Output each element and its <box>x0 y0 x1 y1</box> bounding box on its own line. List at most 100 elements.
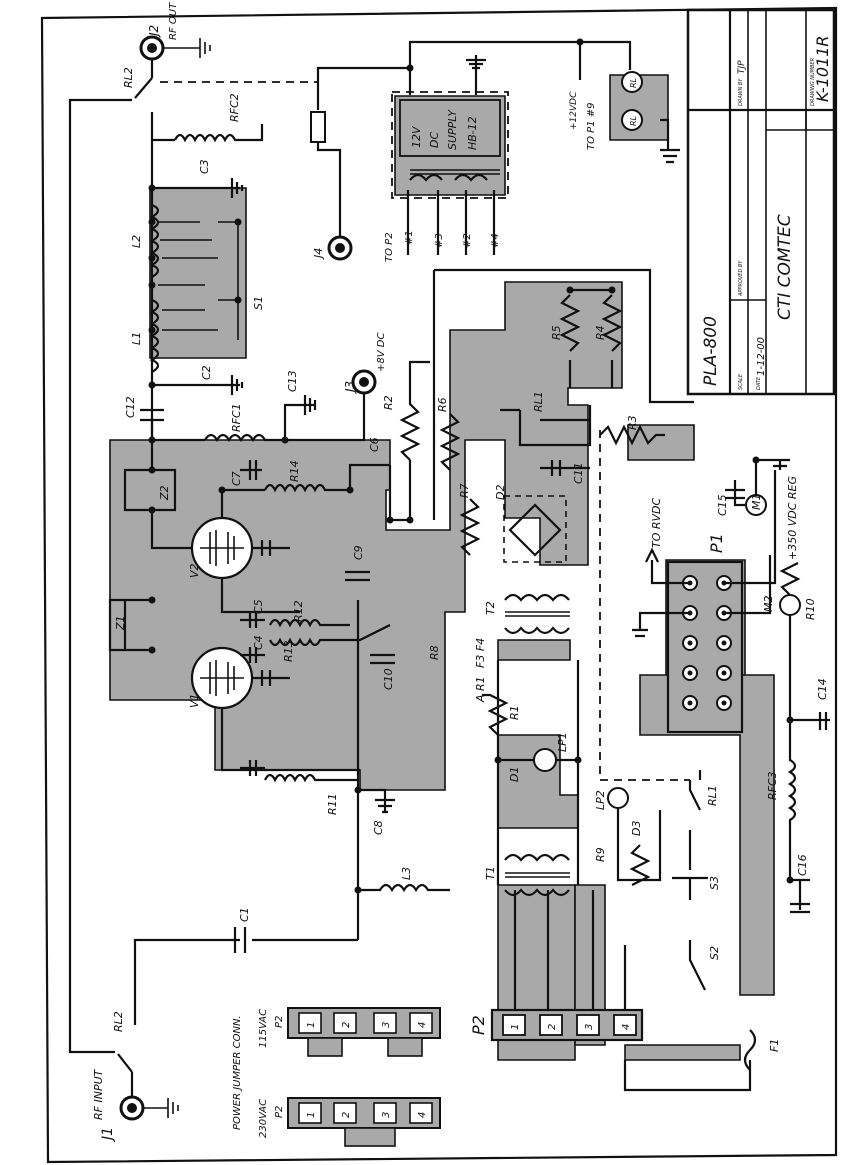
label-j1: J1 <box>100 1127 116 1143</box>
label-v1: V1 <box>188 693 201 708</box>
connector-j2: J2 RF OUT <box>139 2 211 61</box>
label-d1: D1 <box>508 767 521 782</box>
title-date: 1-12-00 <box>756 337 767 376</box>
jumper-115-ref: P2 <box>274 1016 285 1028</box>
label-r3: R3 <box>626 415 639 430</box>
component-labels: RL2 RFC2 C3 L2 L1 S1 C2 C13 C12 RFC1 C6 … <box>112 67 829 1052</box>
label-c7: C7 <box>230 471 243 486</box>
label-rf-out: RF OUT <box>168 2 179 40</box>
label-c5: C5 <box>252 599 265 614</box>
label-j3-voltage: +8V DC <box>376 333 387 372</box>
title-drawn-by: TJP <box>737 60 747 74</box>
label-c6: C6 <box>368 437 381 452</box>
p2-connector: 1 2 3 4 P2 <box>469 1008 644 1042</box>
jumper-230-voltage: 230VAC <box>258 1099 269 1138</box>
p2-pin-1: 1 <box>510 1024 521 1030</box>
label-r1: R1 <box>508 705 521 720</box>
label-c13: C13 <box>286 370 299 392</box>
label-s2: S2 <box>708 946 721 960</box>
label-j2: J2 <box>147 25 161 38</box>
p2-pin-2: 2 <box>547 1024 558 1030</box>
jumper-230-pin-1: 1 <box>306 1112 317 1118</box>
jumper-115-pin-2: 2 <box>341 1022 352 1028</box>
label-l1: L1 <box>130 332 143 345</box>
label-rf-input: RF INPUT <box>92 1068 105 1120</box>
jumper-230vac: 1 2 3 4 P2 230VAC <box>258 1097 441 1147</box>
title-header-date: DATE <box>756 376 762 390</box>
connector-j4: J4 <box>312 235 353 261</box>
supply-line-1: 12V <box>410 125 423 148</box>
label-r8: R8 <box>428 645 441 660</box>
sheet-frame <box>40 6 838 1164</box>
supply-to-p2: TO P2 <box>384 232 395 262</box>
label-c4: C4 <box>252 635 265 650</box>
supply-rl-bottom: RL <box>629 116 638 126</box>
label-rfc2: RFC2 <box>228 93 241 122</box>
supply-plus12: +12VDC <box>569 91 579 130</box>
label-r13: R13 <box>282 640 295 662</box>
title-block: PLA-800 CTI COMTEC 1-12-00 DATE SCALE AP… <box>686 8 836 396</box>
supply-line-3: SUPPLY <box>446 109 459 150</box>
label-r12: R12 <box>292 600 305 622</box>
label-to-rvdc: TO RVDC <box>650 497 663 548</box>
supply-tap-1: #1 <box>404 230 415 245</box>
label-r9: R9 <box>594 847 607 862</box>
label-rfc1: RFC1 <box>230 403 243 432</box>
supply-tap-3: #3 <box>434 233 445 248</box>
label-c9: C9 <box>352 545 365 560</box>
label-c11: C11 <box>572 462 585 484</box>
jumper-115-pin-3: 3 <box>381 1022 392 1028</box>
jumper-230-pin-3: 3 <box>381 1112 392 1118</box>
label-hv-reg: +350 VDC REG <box>786 476 799 560</box>
label-r11: R11 <box>326 793 339 815</box>
label-s3: S3 <box>708 876 721 890</box>
jumper-230-ref: P2 <box>274 1106 285 1118</box>
label-l3: L3 <box>400 867 413 880</box>
jumper-115-pin-4: 4 <box>417 1022 428 1028</box>
label-j3: J3 <box>343 381 357 394</box>
supply-to-p1: TO P1 #9 <box>586 103 597 150</box>
title-drawing-number: K-1011R <box>813 36 832 103</box>
label-c14: C14 <box>816 678 829 700</box>
label-rfc3: RFC3 <box>766 771 779 800</box>
label-r6: R6 <box>436 397 449 412</box>
label-s1: S1 <box>252 296 265 310</box>
label-c15: C15 <box>716 494 729 516</box>
label-m1: M1 <box>750 494 763 511</box>
label-c12: C12 <box>124 396 137 418</box>
label-a-r1: A R1 <box>474 676 487 703</box>
title-header-drawn: DRAWN BY <box>738 78 744 106</box>
label-f1: F1 <box>768 1039 781 1052</box>
label-v2: V2 <box>188 563 201 578</box>
label-rl2-bottom: RL2 <box>112 1011 125 1032</box>
jumper-115vac: 1 2 3 4 P2 115VAC <box>258 1007 441 1057</box>
label-p2: P2 <box>469 1015 488 1035</box>
label-c1: C1 <box>238 907 251 922</box>
p2-pin-4: 4 <box>621 1024 632 1030</box>
supply-tap-2: #2 <box>462 233 473 248</box>
connector-j1: J1 RF INPUT <box>92 1068 179 1143</box>
label-m2: M2 <box>762 596 775 613</box>
jumper-230-pin-2: 2 <box>341 1112 352 1118</box>
title-header-approved: APPROVED BY <box>738 260 744 297</box>
label-z2: Z2 <box>158 485 171 501</box>
label-c16: C16 <box>796 854 809 876</box>
label-r10: R10 <box>804 598 817 620</box>
p1-connector: P1 <box>666 533 744 734</box>
label-f3: F3 F4 <box>474 638 487 668</box>
title-header-drawing-no: DRAWING NUMBER <box>810 58 816 106</box>
label-rl1: RL1 <box>532 391 545 412</box>
label-lp1: LP1 <box>556 732 569 752</box>
supply-rl-top: RL <box>629 78 638 88</box>
title-header-scale: SCALE <box>738 373 744 390</box>
title-model: PLA-800 <box>701 316 721 386</box>
supply-text: 12V DC SUPPLY HB-12 #1 #3 #2 #4 TO P2 +1… <box>384 78 638 262</box>
supply-line-2: DC <box>428 132 441 148</box>
label-lp2: LP2 <box>594 790 607 810</box>
label-t2: T2 <box>484 601 497 615</box>
label-j4: J4 <box>312 248 325 260</box>
label-c10: C10 <box>382 668 395 690</box>
label-r7: R7 <box>458 483 471 498</box>
jumper-230-pin-4: 4 <box>417 1112 428 1118</box>
supply-line-4: HB-12 <box>466 116 479 150</box>
